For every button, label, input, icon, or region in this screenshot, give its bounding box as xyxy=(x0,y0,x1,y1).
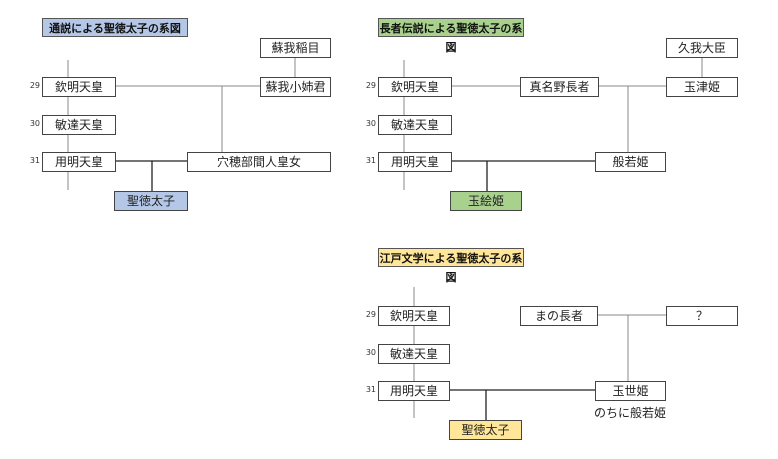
bidatsu-emperor-box: 敏達天皇 xyxy=(378,115,452,135)
anahobe-hashihito-box: 穴穂部間人皇女 xyxy=(187,152,331,172)
reign-number-30: 30 xyxy=(29,119,40,128)
tamayo-hime-box: 玉世姫 xyxy=(595,381,666,401)
reign-number-31: 31 xyxy=(29,156,40,165)
hannya-hime-box: 般若姫 xyxy=(595,152,666,172)
kinmei-emperor-box: 欽明天皇 xyxy=(378,306,450,326)
kinmei-emperor-box: 欽明天皇 xyxy=(42,77,116,97)
bidatsu-emperor-box: 敏達天皇 xyxy=(42,115,116,135)
diagram-3-title: 江戸文学による聖徳太子の系図 xyxy=(378,248,524,284)
soga-oane-box: 蘇我小姉君 xyxy=(260,77,331,97)
yomei-emperor-box: 用明天皇 xyxy=(378,381,450,401)
diagram-1-title: 通説による聖徳太子の系図 xyxy=(42,18,188,37)
tamae-hime-box: 玉絵姫 xyxy=(450,191,522,211)
reign-number-30: 30 xyxy=(365,348,376,357)
tamatsu-hime-box: 玉津姫 xyxy=(666,77,738,97)
bidatsu-emperor-box: 敏達天皇 xyxy=(378,344,450,364)
reign-number-29: 29 xyxy=(29,81,40,90)
soga-iname-box: 蘇我稲目 xyxy=(260,38,331,58)
shotoku-taishi-box: 聖徳太子 xyxy=(114,191,188,211)
mano-choja-box: まの長者 xyxy=(520,306,598,326)
yomei-emperor-box: 用明天皇 xyxy=(378,152,452,172)
kinmei-emperor-box: 欽明天皇 xyxy=(378,77,452,97)
diagram-2-title: 長者伝説による聖徳太子の系図 xyxy=(378,18,524,54)
reign-number-29: 29 xyxy=(365,81,376,90)
reign-number-31: 31 xyxy=(365,385,376,394)
yomei-emperor-box: 用明天皇 xyxy=(42,152,116,172)
unknown-grandmother-box: ？ xyxy=(666,306,738,326)
manano-choja-box: 真名野長者 xyxy=(520,77,599,97)
shotoku-taishi-box: 聖徳太子 xyxy=(449,420,522,440)
later-hannya-hime-note: のちに般若姫 xyxy=(594,406,667,420)
reign-number-29: 29 xyxy=(365,310,376,319)
kuga-daijin-box: 久我大臣 xyxy=(666,38,738,58)
reign-number-31: 31 xyxy=(365,156,376,165)
reign-number-30: 30 xyxy=(365,119,376,128)
